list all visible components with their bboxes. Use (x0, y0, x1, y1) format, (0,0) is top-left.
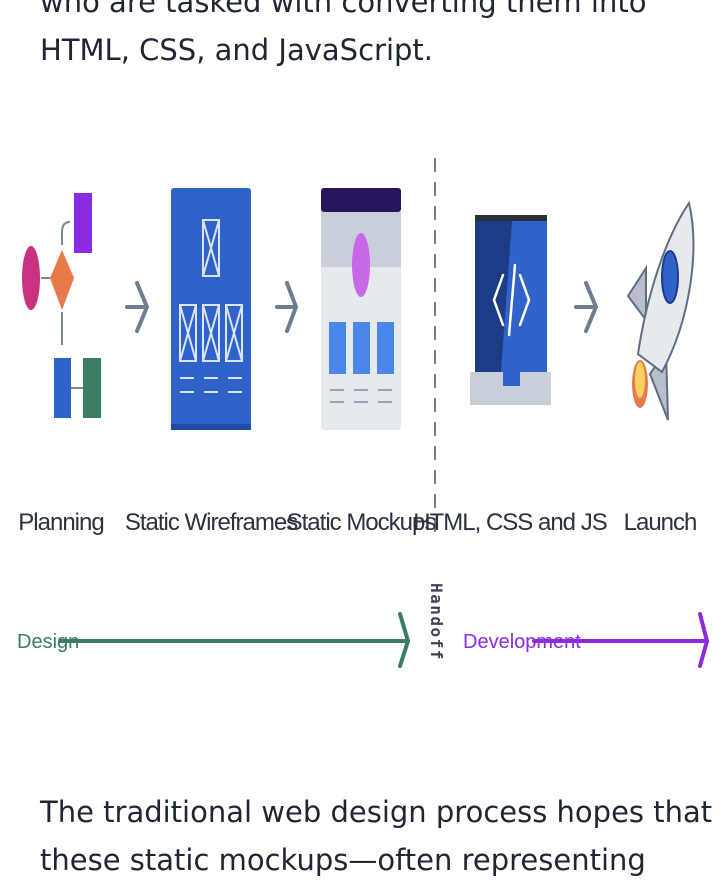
paragraph-bottom-line-2: these static mockups—often representing (40, 843, 646, 877)
mockup-icon (321, 188, 401, 430)
workflow-figure: Planning Static Wireframes Static Mockup… (17, 158, 709, 668)
arrow-icon-1 (125, 281, 149, 333)
arrow-icon-2 (275, 281, 298, 333)
stage-label-html-css-js: HTML, CSS and JS (413, 509, 606, 536)
arrow-icon-3 (574, 281, 598, 333)
stage-label-planning: Planning (18, 509, 103, 536)
development-phase-label: Development (463, 631, 581, 653)
rocket-icon (626, 200, 695, 421)
paragraph-bottom-line-1: The traditional web design process hopes… (40, 795, 713, 829)
handoff-label: Handoff (427, 583, 446, 661)
wireframe-icon (171, 188, 251, 430)
paragraph-top: who are tasked with converting them into… (40, 0, 700, 74)
paragraph-top-line-2: HTML, CSS, and JavaScript. (40, 33, 434, 67)
paragraph-bottom: The traditional web design process hopes… (40, 788, 712, 884)
code-laptop-icon (470, 215, 551, 405)
design-phase-arrow (58, 612, 410, 668)
stage-label-static-mockups: Static Mockups (287, 509, 437, 536)
development-phase-arrow (532, 612, 709, 668)
stage-label-static-wireframes: Static Wireframes (125, 509, 298, 536)
planning-flowchart-icon (22, 193, 101, 418)
stage-label-launch: Launch (624, 509, 697, 536)
design-phase-label: Design (17, 631, 79, 653)
paragraph-top-line-1: who are tasked with converting them into (40, 0, 647, 19)
